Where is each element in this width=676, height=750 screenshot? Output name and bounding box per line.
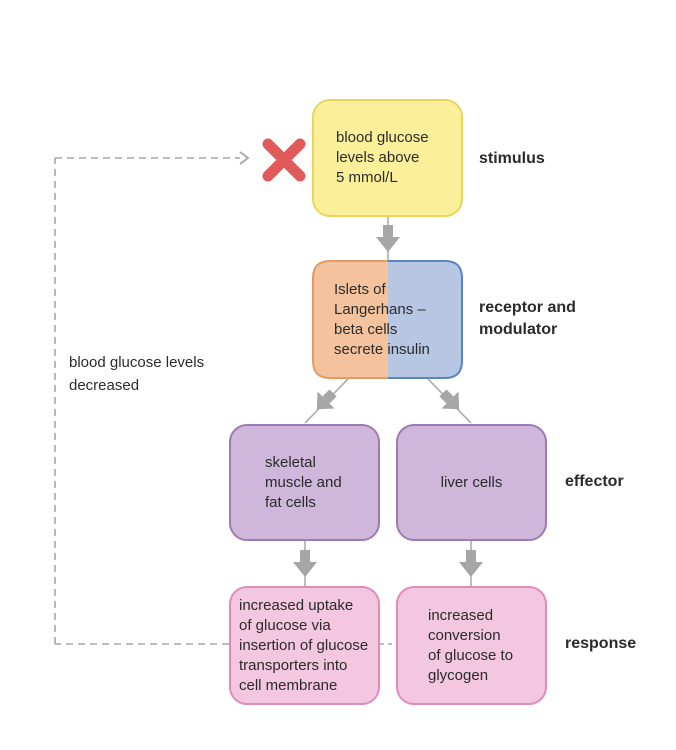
response-uptake-text: increased uptake of glucose via insertio…	[239, 596, 369, 694]
response-glycogen-box: increased conversion of glucose to glyco…	[396, 586, 547, 705]
receptor-left-half	[313, 261, 388, 378]
receptor-text: Islets of Langerhans – beta cells secret…	[334, 280, 430, 358]
feedback-arrowhead	[239, 151, 250, 165]
response-glycogen-text: increased conversion of glucose to glyco…	[428, 606, 514, 684]
arrow-liver-to-glycogen	[459, 541, 483, 586]
stimulus-box: blood glucose levels above 5 mmol/L	[312, 99, 463, 217]
effector-liver-text: liver cells	[440, 473, 503, 491]
effector-skeletal-text: skeletal muscle and fat cells	[265, 453, 342, 511]
receptor-left-border	[312, 260, 388, 379]
arrow-receptor-to-skeletal	[304, 378, 349, 424]
stage-label-stimulus: stimulus	[479, 150, 545, 167]
receptor-right-border	[388, 260, 463, 379]
stimulus-text: blood glucose levels above 5 mmol/L	[336, 129, 429, 186]
stage-label-response: response	[565, 635, 637, 652]
response-uptake-box: increased uptake of glucose via insertio…	[229, 586, 380, 705]
effector-liver-box: liver cells	[396, 424, 547, 541]
arrow-skeletal-to-uptake	[293, 541, 317, 586]
receptor-right-half	[388, 261, 462, 378]
feedback-label: blood glucose levels decreased	[69, 351, 229, 397]
receptor-box: Islets of Langerhans – beta cells secret…	[312, 260, 463, 379]
receptor-box-fill	[313, 261, 462, 378]
arrow-stimulus-to-receptor	[376, 217, 400, 260]
effector-skeletal-box: skeletal muscle and fat cells	[229, 424, 380, 541]
stage-label-effector: effector	[565, 473, 624, 490]
stage-label-receptor: receptor and modulator	[479, 299, 576, 338]
cross-icon	[262, 138, 306, 182]
feedback-loop	[54, 157, 240, 645]
arrow-receptor-to-liver	[427, 378, 472, 424]
